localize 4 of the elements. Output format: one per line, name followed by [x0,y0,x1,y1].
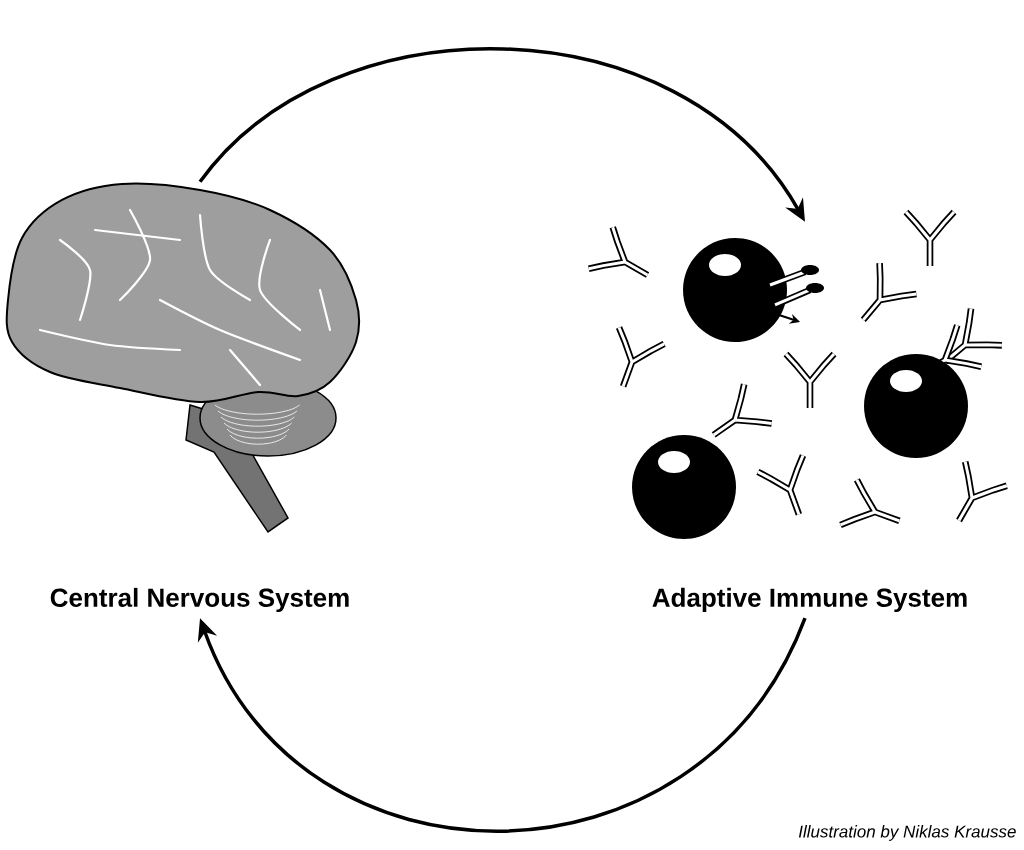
credit-caption: Illustration by Niklas Krausse [798,825,1016,841]
node-label: Central Nervous System [50,587,349,613]
curved-arrow [197,617,807,833]
node-label: Adaptive Immune System [652,587,967,613]
